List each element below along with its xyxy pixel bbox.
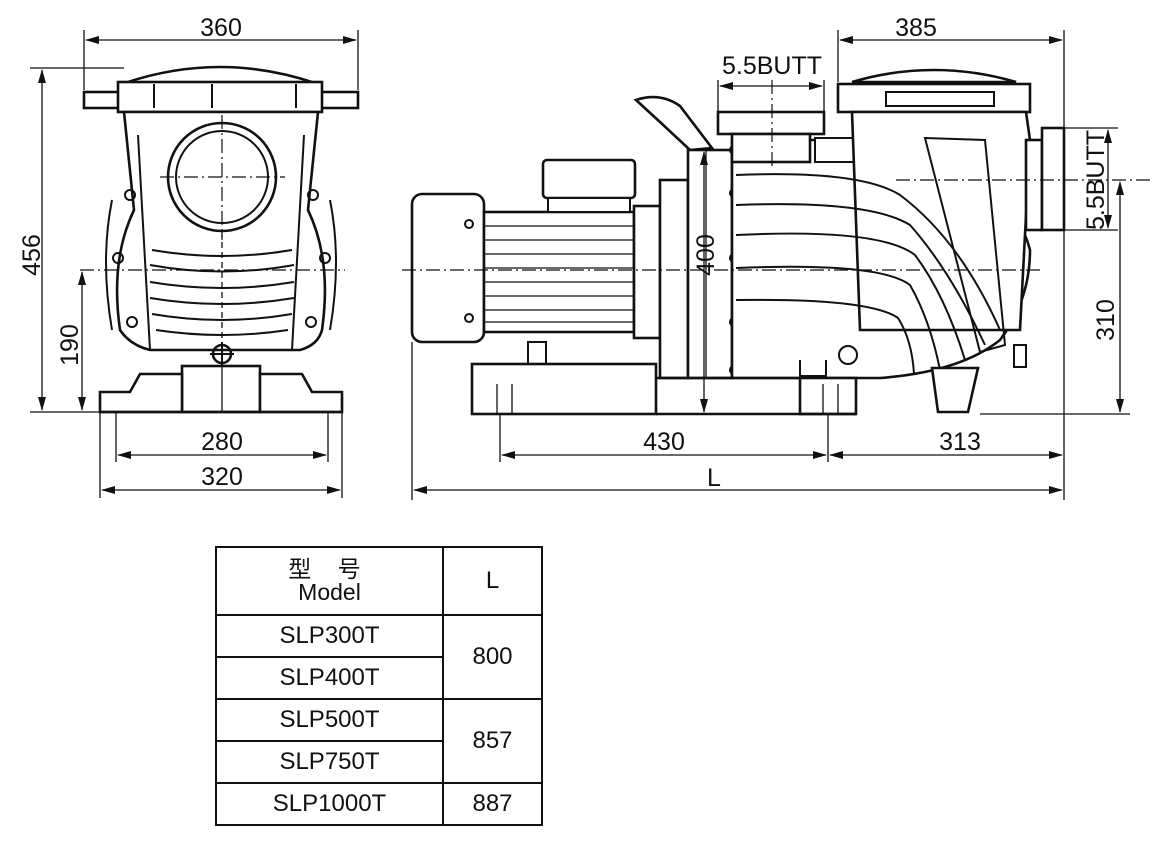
table-row: SLP750T [215, 740, 542, 784]
table-row: SLP500T 857 [215, 698, 543, 784]
dim-310: 310 [1092, 299, 1120, 341]
model-cell: SLP500T [215, 698, 444, 742]
model-cell: SLP750T [215, 740, 444, 784]
dim-313: 313 [939, 428, 981, 456]
dim-320: 320 [201, 463, 243, 491]
dim-385: 385 [895, 14, 937, 42]
inlet-size-label: 5.5BUTT [1082, 130, 1110, 230]
dim-L: L [707, 464, 721, 492]
dim-400: 400 [692, 234, 720, 276]
table-row: SLP400T [215, 656, 542, 700]
length-header: L [442, 546, 543, 616]
model-length-table: 型 号 Model L SLP300T 800 SLP400T SLP500T … [215, 546, 543, 826]
outlet-size-label: 5.5BUTT [722, 52, 822, 80]
table-header-row: 型 号 Model L [215, 546, 543, 616]
side-view [402, 68, 1152, 416]
model-header-cn: 型 号 [288, 556, 371, 582]
table-row: SLP1000T 887 [215, 782, 543, 826]
dim-456: 456 [18, 234, 46, 276]
table-row: SLP300T 800 [215, 614, 543, 700]
side-dimensions: 385 5.5BUTT 5.5BUTT 400 310 430 313 L [411, 14, 1130, 500]
length-cell: 857 [442, 698, 543, 784]
front-view [80, 65, 360, 414]
dim-280: 280 [201, 428, 243, 456]
model-cell: SLP300T [215, 614, 444, 658]
model-header-en: Model [298, 579, 361, 605]
dim-360: 360 [200, 14, 242, 42]
dim-430: 430 [643, 428, 685, 456]
length-cell: 887 [442, 782, 543, 826]
model-cell: SLP400T [215, 656, 444, 700]
length-cell: 800 [442, 614, 543, 700]
model-header: 型 号 Model [215, 546, 444, 616]
front-dimensions: 360 456 190 280 320 [18, 14, 359, 498]
model-cell: SLP1000T [215, 782, 444, 826]
pump-dimension-drawing: 360 456 190 280 320 [18, 14, 1152, 500]
dim-190: 190 [56, 324, 84, 366]
